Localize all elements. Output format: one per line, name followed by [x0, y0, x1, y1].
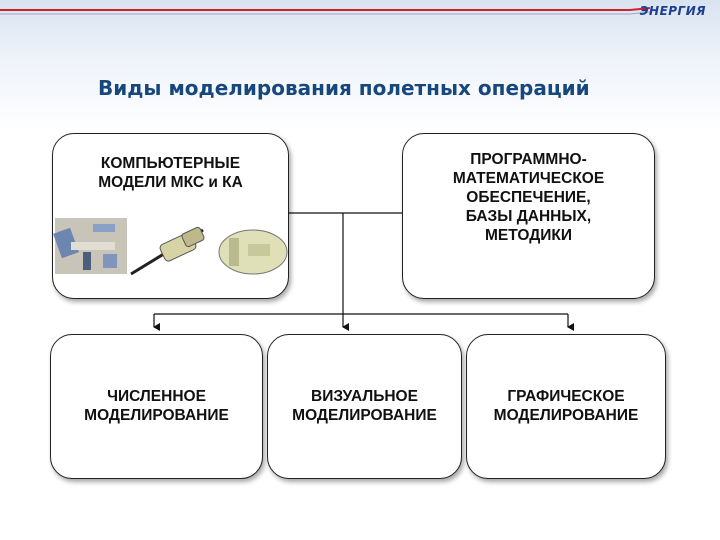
graphic-modeling-box: ГРАФИЧЕСКОЕ МОДЕЛИРОВАНИЕ: [466, 334, 666, 479]
page-title: Виды моделирования полетных операций: [98, 76, 590, 100]
spacecraft-model-icon: [130, 226, 205, 276]
graphic-modeling-label: ГРАФИЧЕСКОЕ МОДЕЛИРОВАНИЕ: [493, 388, 639, 424]
spacecraft-models-image: [53, 218, 288, 276]
station-model-icon: [53, 218, 127, 274]
numeric-modeling-label: ЧИСЛЕННОЕ МОДЕЛИРОВАНИЕ: [84, 388, 229, 424]
computer-models-label: КОМПЬЮТЕРНЫЕ МОДЕЛИ МКС и КА: [98, 155, 243, 191]
visual-modeling-box: ВИЗУАЛЬНОЕ МОДЕЛИРОВАНИЕ: [267, 334, 462, 479]
software-box: ПРОГРАММНО- МАТЕМАТИЧЕСКОЕ ОБЕСПЕЧЕНИЕ, …: [402, 133, 655, 299]
header-swoosh: [0, 7, 651, 15]
numeric-modeling-box: ЧИСЛЕННОЕ МОДЕЛИРОВАНИЕ: [50, 334, 263, 479]
computer-models-box: КОМПЬЮТЕРНЫЕ МОДЕЛИ МКС и КА: [52, 133, 289, 299]
software-label: ПРОГРАММНО- МАТЕМАТИЧЕСКОЕ ОБЕСПЕЧЕНИЕ, …: [452, 151, 605, 244]
visual-modeling-label: ВИЗУАЛЬНОЕ МОДЕЛИРОВАНИЕ: [292, 388, 437, 424]
energia-logo: ЭНЕРГИЯ: [639, 4, 706, 18]
module-model-icon: [218, 229, 288, 275]
header-background: [0, 0, 720, 130]
